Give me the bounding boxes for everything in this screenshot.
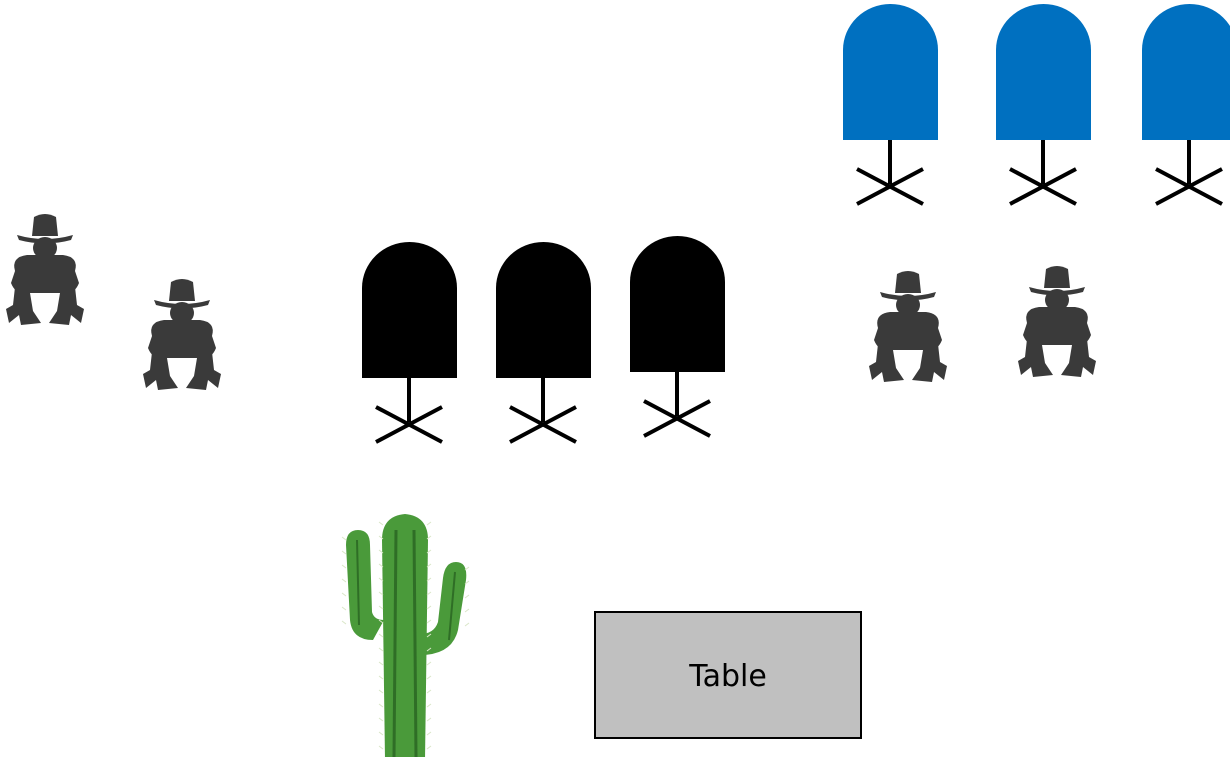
chair-blue — [843, 4, 938, 204]
chair-black — [496, 242, 591, 442]
chair-black — [630, 236, 725, 436]
person-icon — [869, 271, 947, 382]
person-silhouette — [143, 279, 221, 390]
person-silhouette — [869, 271, 947, 382]
person-icon — [6, 214, 84, 325]
chair-blue — [1142, 4, 1230, 204]
person-icon — [1018, 266, 1096, 377]
person-icon — [143, 279, 221, 390]
table: Table — [595, 612, 861, 738]
person-silhouette — [6, 214, 84, 325]
person-silhouette — [1018, 266, 1096, 377]
table-label: Table — [688, 659, 767, 694]
chair-blue — [996, 4, 1091, 204]
chair-black — [362, 242, 457, 442]
cactus-icon — [346, 514, 466, 757]
